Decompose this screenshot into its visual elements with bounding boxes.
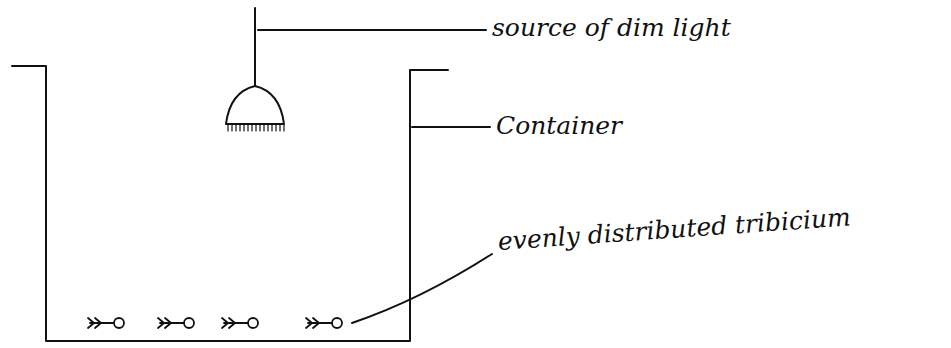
light-ray: [279, 125, 280, 131]
light-ray: [243, 125, 244, 131]
light-ray: [271, 125, 272, 131]
lamp-light-rays: [228, 125, 284, 131]
light-ray: [259, 125, 260, 131]
light-ray: [255, 125, 256, 131]
lamp-cord: [254, 8, 256, 86]
light-ray: [227, 125, 228, 131]
container-label: Container: [496, 112, 622, 140]
light-ray: [263, 125, 264, 131]
light-ray: [239, 125, 240, 131]
light-ray: [231, 125, 232, 131]
light-ray: [275, 125, 276, 131]
tribolium-organisms: [88, 318, 342, 328]
light-ray: [267, 125, 268, 131]
organism-label: evenly distributed tribicium: [497, 203, 851, 255]
light-ray: [283, 125, 284, 131]
light-ray: [251, 125, 252, 131]
leader-line: [412, 126, 490, 128]
leader-line: [352, 254, 492, 323]
leader-line: [258, 29, 486, 31]
light-ray: [235, 125, 236, 131]
lamp-shade: [226, 86, 284, 124]
light-ray: [247, 125, 248, 131]
lamp-label: source of dim light: [492, 14, 731, 42]
container-outline: [12, 66, 448, 341]
